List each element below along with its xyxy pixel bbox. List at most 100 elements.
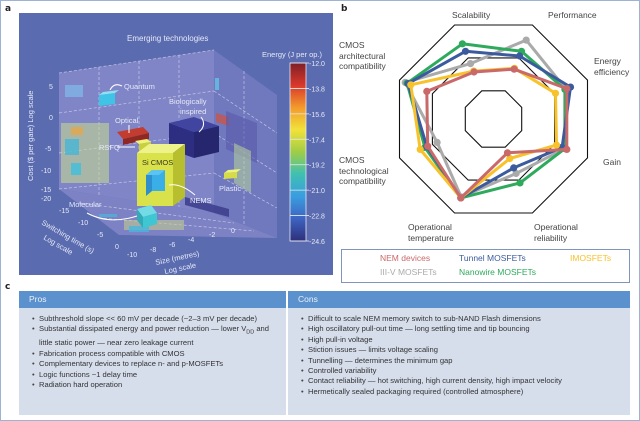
map-title: Emerging technologies: [127, 34, 208, 43]
pros-item: Complementary devices to replace n- and …: [32, 359, 286, 370]
pros-item: Substantial dissipated energy and power …: [32, 324, 286, 338]
projection-block: [234, 143, 251, 193]
projection-block: [99, 214, 117, 217]
plastic-block: [224, 169, 241, 179]
cons-item: Stiction issues — limits voltage scaling: [301, 345, 630, 356]
label-plastic: Plastic: [219, 184, 241, 193]
colorbar: -12.0 -13.8 -15.6 -17.4 -19.2 -21.0 -22.8 -24.6: [289, 61, 325, 246]
legend-entry-tunnel-mosfets: Tunnel MOSFETs: [459, 253, 526, 263]
radar-axis-label-energy-efficiency: Energy efficiency: [594, 56, 629, 77]
legend-entry-nem-devices: NEM devices: [380, 253, 431, 263]
nems-block: [146, 170, 165, 196]
technology-map-svg: Emerging technologies Quantum Optical Bi…: [26, 34, 325, 275]
radar-point: [516, 179, 524, 187]
molecular-block: [137, 205, 157, 228]
z-tick: 0: [231, 228, 235, 235]
radar-point: [510, 65, 518, 73]
radar-series-nem-devices: [423, 65, 571, 202]
radar-point: [457, 194, 465, 202]
label-line: Energy: [594, 56, 621, 66]
radar-axis-label-operational-reliability: Operational reliability: [534, 222, 578, 243]
annotation-arrows: [86, 84, 205, 221]
x-tick: 0: [115, 244, 119, 251]
y-tick: -10: [41, 168, 51, 175]
label-optical: Optical: [115, 116, 139, 125]
x-tick: -10: [78, 220, 88, 227]
projection-block: [129, 226, 149, 232]
cons-header: Cons: [288, 291, 630, 308]
biologically-inspired-block: [169, 117, 219, 158]
colorbar-tick-label: -12.0: [309, 61, 325, 68]
optical-block: [117, 127, 149, 145]
label-bio-line2: inspired: [180, 107, 206, 116]
label-line: Operational: [408, 222, 452, 232]
label-rsfq: RSFQ: [99, 143, 120, 152]
colorbar-tick-label: -17.4: [309, 137, 325, 144]
y-tick: 5: [49, 84, 53, 91]
radar-chart: [398, 24, 589, 214]
radar-point: [461, 47, 470, 55]
cons-list: Difficult to scale NEM memory switch to …: [288, 308, 630, 398]
radar-point: [516, 52, 524, 60]
projection-block: [226, 111, 257, 163]
z-tick: -4: [188, 237, 194, 244]
colorbar-tick-label: -22.8: [309, 214, 325, 221]
pros-item: Subthreshold slope << 60 mV per decade (…: [32, 314, 286, 325]
pros-item-continuation: little static power — near zero leakage …: [39, 338, 194, 348]
label-si-cmos: Si CMOS: [142, 158, 173, 167]
cons-item: Tunnelling — determines the minimum gap: [301, 356, 630, 367]
radar-axis-label-gain: Gain: [603, 157, 621, 167]
pros-header: Pros: [19, 291, 286, 308]
radar-point: [466, 60, 475, 68]
label-bio-line1: Biologically: [169, 97, 207, 106]
radar-point: [506, 154, 514, 163]
z-tick: -10: [127, 252, 137, 259]
pros-cons-table: Pros Subthreshold slope << 60 mV per dec…: [19, 291, 630, 415]
cons-item: Hermetically sealed packaging required (…: [301, 387, 630, 398]
radar-panel: Scalability Performance Energy efficienc…: [339, 0, 631, 245]
z-tick: -8: [150, 247, 156, 254]
x-tick: -5: [97, 232, 103, 239]
legend-entry-nanowire-mosfets: Nanowire MOSFETs: [459, 267, 536, 277]
pros-list: Subthreshold slope << 60 mV per decade (…: [19, 308, 286, 391]
radar-point: [416, 145, 424, 153]
radar-point: [423, 87, 431, 95]
colorbar-tick-label: -15.6: [309, 112, 325, 119]
radar-ring: [464, 90, 523, 148]
label-line: compatibility: [339, 176, 386, 186]
radar-legend: NEM devices Tunnel MOSFETs IMOSFETs III-…: [341, 249, 630, 283]
panel-label-a: a: [5, 4, 12, 14]
colorbar-tick-label: -19.2: [309, 163, 325, 170]
y-tick: -5: [45, 146, 51, 153]
label-line: compatibility: [339, 61, 386, 71]
radar-axis-label-cmos-architectural: CMOS architectural compatibility: [339, 40, 386, 72]
label-line: Operational: [534, 222, 578, 232]
colorbar-tick-label: -24.6: [309, 239, 325, 246]
cons-item: High oscillatory pull-out time — long se…: [301, 324, 630, 335]
radar-point: [512, 169, 520, 178]
label-line: CMOS: [339, 155, 365, 165]
colorbar-gradient: [289, 62, 307, 242]
radar-point: [470, 68, 478, 76]
panel-label-b: b: [341, 4, 348, 14]
colorbar-tick-label: -21.0: [309, 188, 325, 195]
pros-item: Logic functions ~1 delay time: [32, 370, 286, 381]
radar-point: [424, 142, 432, 150]
radar-point: [433, 138, 441, 146]
colorbar-tick-label: -13.8: [309, 86, 325, 93]
cube-floor: [59, 189, 277, 238]
label-line: CMOS: [339, 40, 365, 50]
legend-entry-imosfets: IMOSFETs: [570, 253, 612, 263]
technology-map-panel: Emerging technologies Quantum Optical Bi…: [19, 13, 333, 275]
label-line: technological: [339, 165, 389, 176]
projection-block: [65, 139, 79, 155]
projection-block: [185, 197, 229, 217]
quantum-block: [99, 90, 119, 106]
radar-axis-label-cmos-technological: CMOS technological compatibility: [339, 155, 389, 187]
radar-axis-label-scalability: Scalability: [452, 10, 491, 20]
y-tick: 0: [49, 115, 53, 122]
panel-label-c: c: [5, 282, 11, 292]
z-tick: -6: [169, 242, 175, 249]
label-line: architectural: [339, 50, 386, 61]
radar-point: [407, 81, 415, 89]
